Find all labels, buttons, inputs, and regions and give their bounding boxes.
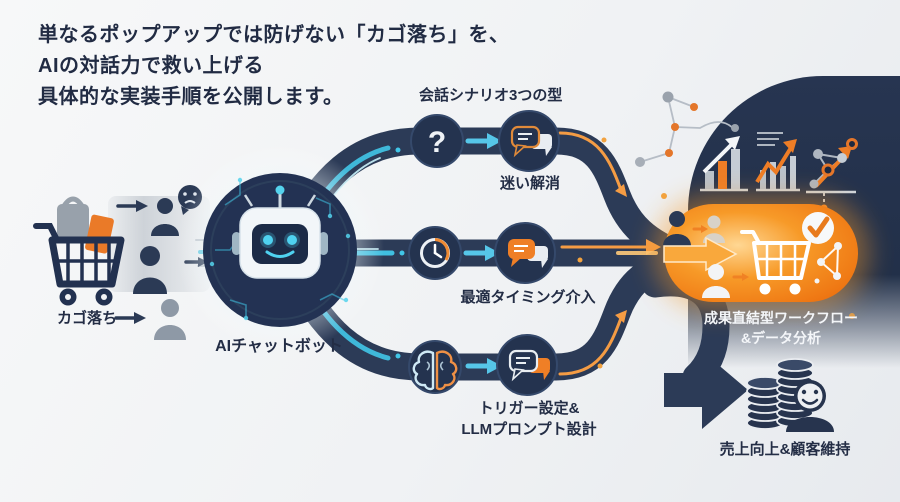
converted-users — [663, 211, 749, 298]
outcome-label: 成果直結型ワークフロー &データ分析 — [704, 308, 858, 348]
coins-icon — [746, 358, 814, 430]
orange-streaks — [558, 131, 855, 376]
outcome-label-line1: 成果直結型ワークフロー — [704, 310, 858, 326]
result-arrow — [664, 351, 748, 429]
title-line-2: AIの対話力で救い上げる — [38, 55, 264, 77]
chat-bubbles-icon — [496, 334, 558, 396]
clock-icon — [408, 226, 462, 280]
outcome-label-line2: &データ分析 — [740, 330, 822, 346]
cart-label: カゴ落ち — [56, 310, 118, 327]
mini-network-icon — [814, 242, 842, 284]
title-line-3: 具体的な実装手順を公開します。 — [38, 86, 344, 108]
happy-customer-icon — [786, 380, 834, 432]
network-decoration-icon — [635, 91, 739, 167]
branch-label-3-line1: トリガー設定& — [478, 400, 580, 417]
checkmark-icon — [802, 212, 834, 244]
conversion-arrow-icon — [663, 236, 738, 272]
result-label: 売上向上&顧客維持 — [719, 441, 851, 458]
robot-icon — [176, 144, 384, 352]
line-chart-icon — [755, 132, 800, 192]
user-silhouette — [133, 198, 179, 294]
bar-chart-icon — [700, 136, 748, 192]
abandoned-cart-icon — [33, 196, 125, 306]
chat-bubbles-icon — [498, 110, 560, 172]
user-silhouette — [154, 299, 186, 340]
page-title: 単なるポップアップでは防げない「カゴ落ち」を、 AIの対話力で救い上げる 具体的… — [38, 20, 510, 113]
branch-label-3: トリガー設定& LLMプロンプト設計 — [461, 398, 596, 440]
title-line-1: 単なるポップアップでは防げない「カゴ落ち」を、 — [38, 24, 510, 46]
scenario-header: 会話シナリオ3つの型 — [419, 87, 563, 104]
success-cart-icon — [740, 230, 811, 295]
robot-label: AIチャットボット — [215, 338, 343, 355]
brain-icon — [408, 340, 462, 394]
branch-label-1: 迷い解消 — [499, 175, 561, 192]
branch-arrow-icon — [463, 133, 502, 374]
branch-label-2: 最適タイミング介入 — [460, 289, 596, 306]
question-glyph: ? — [428, 126, 446, 159]
branch-label-3-line2: LLMプロンプト設計 — [461, 421, 597, 438]
chat-bubbles-icon — [494, 222, 556, 284]
question-icon: ? — [410, 114, 464, 168]
